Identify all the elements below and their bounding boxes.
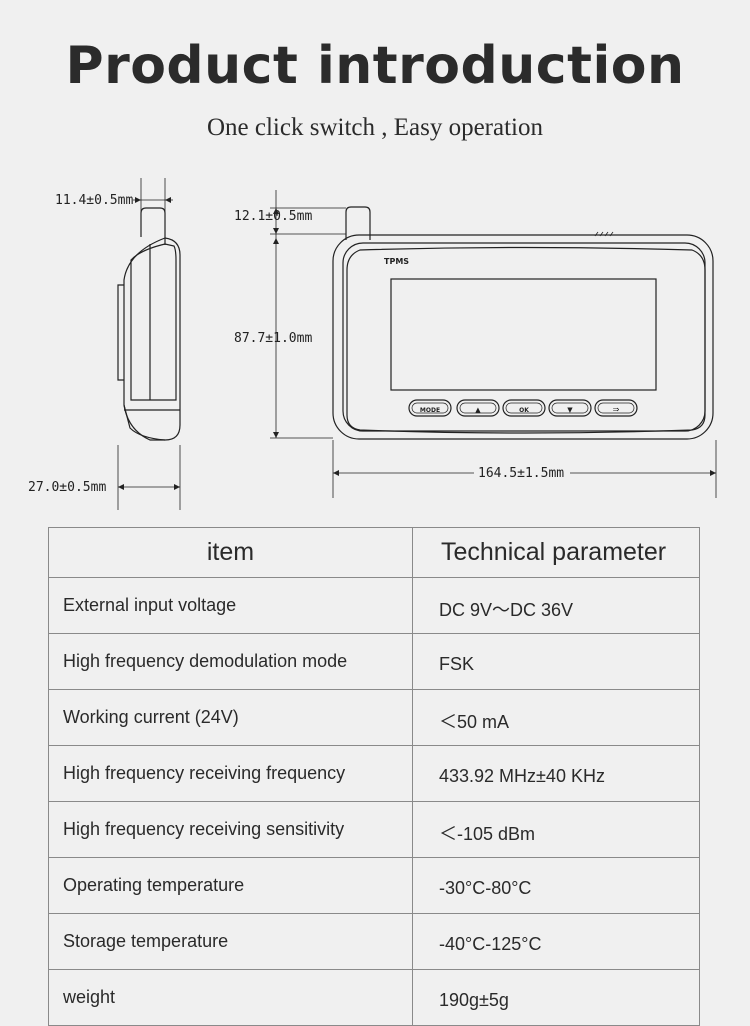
row-value: 433.92 MHz±40 KHz: [412, 745, 700, 802]
table-row: Operating temperature -30°C-80°C: [48, 857, 700, 914]
table-row: External input voltage DC 9V～DC 36V: [48, 577, 700, 634]
mode-button-label: MODE: [420, 407, 440, 414]
side-view: [117, 207, 181, 441]
dim-side-width: 11.4±0.5mm: [55, 193, 133, 208]
table-row: Storage temperature -40°C-125°C: [48, 913, 700, 970]
dim-antenna-height: 12.1±0.5mm: [234, 209, 312, 224]
front-body-outer: [332, 234, 714, 440]
table-row: weight 190g±5g: [48, 969, 700, 1026]
up-button-label: ▲: [475, 406, 481, 414]
dim-front-width: 164.5±1.5mm: [478, 466, 564, 481]
row-value: ＜50 mA: [412, 689, 700, 746]
down-button-label: ▼: [567, 406, 573, 414]
enter-button-label: ⇒: [613, 405, 620, 414]
down-button: ▼: [548, 399, 592, 417]
dim-front-height: 87.7±1.0mm: [234, 331, 312, 346]
table-row: High frequency demodulation mode FSK: [48, 633, 700, 690]
enter-button: ⇒: [594, 399, 638, 417]
row-item: High frequency receiving frequency: [48, 745, 413, 802]
header-item: item: [48, 527, 413, 578]
row-value: DC 9V～DC 36V: [412, 577, 700, 634]
row-item: High frequency receiving sensitivity: [48, 801, 413, 858]
ok-button-label: OK: [519, 407, 529, 414]
front-screen: [390, 278, 657, 391]
side-body-outer: [123, 237, 181, 441]
front-antenna: [345, 206, 371, 240]
spec-table: item Technical parameter External input …: [48, 527, 700, 1026]
row-value: -40°C-125°C: [412, 913, 700, 970]
ok-button: OK: [502, 399, 546, 417]
row-item: Operating temperature: [48, 857, 413, 914]
mode-button: MODE: [408, 399, 452, 417]
row-value: FSK: [412, 633, 700, 690]
row-value: -30°C-80°C: [412, 857, 700, 914]
up-button: ▲: [456, 399, 500, 417]
front-view: [332, 206, 714, 440]
page-subtitle: One click switch , Easy operation: [206, 114, 543, 141]
spec-table-header-row: item Technical parameter: [48, 527, 700, 578]
row-item: Storage temperature: [48, 913, 413, 970]
front-buttons: MODE ▲ OK ▼ ⇒: [408, 399, 638, 417]
row-item: External input voltage: [48, 577, 413, 634]
dimension-drawing: MODE ▲ OK ▼ ⇒ TPMS 11.4±0.5mm 27.0±0.5mm…: [28, 178, 717, 510]
dim-side-depth: 27.0±0.5mm: [28, 480, 106, 495]
row-item: Working current (24V): [48, 689, 413, 746]
row-value: ＜-105 dBm: [412, 801, 700, 858]
table-row: Working current (24V) ＜50 mA: [48, 689, 700, 746]
brand-label: TPMS: [384, 257, 409, 266]
table-row: High frequency receiving sensitivity ＜-1…: [48, 801, 700, 858]
table-row: High frequency receiving frequency 433.9…: [48, 745, 700, 802]
header-technical-parameter: Technical parameter: [412, 527, 700, 578]
row-item: High frequency demodulation mode: [48, 633, 413, 690]
row-value: 190g±5g: [412, 969, 700, 1026]
page-title: Product introduction: [65, 36, 685, 96]
row-item: weight: [48, 969, 413, 1026]
